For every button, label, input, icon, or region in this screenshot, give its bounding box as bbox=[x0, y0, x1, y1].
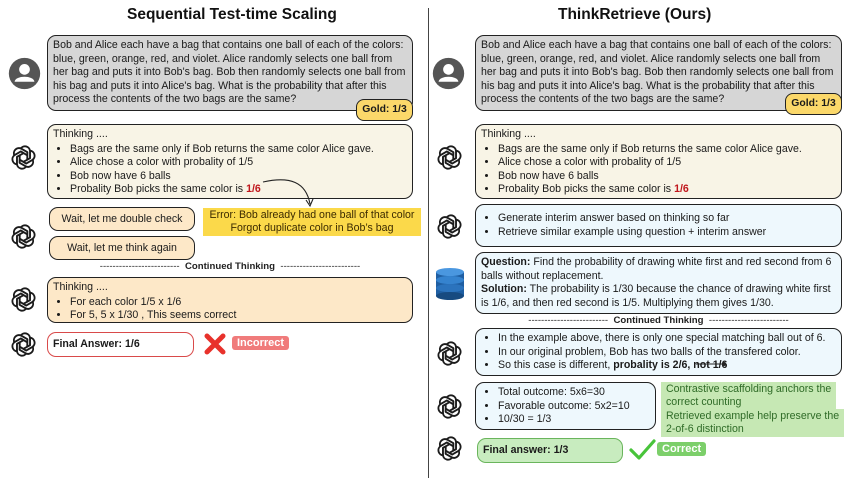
retrieved-solution-label: Solution: bbox=[481, 283, 527, 296]
thinking-item: Bags are the same only if Bob returns th… bbox=[498, 143, 836, 157]
left-question-box: Bob and Alice each have a bag that conta… bbox=[47, 35, 413, 111]
panel-divider bbox=[428, 8, 429, 478]
retrieved-solution: Solution: The probability is 1/30 becaus… bbox=[481, 283, 836, 310]
thinking-list: In the example above, there is only one … bbox=[481, 332, 836, 373]
openai-logo-icon bbox=[435, 143, 464, 172]
right-question-text: Bob and Alice each have a bag that conta… bbox=[481, 39, 834, 106]
separator-dashes: ------------------------- bbox=[280, 261, 361, 272]
final-answer-text: Final answer: 1/3 bbox=[483, 444, 569, 456]
calc-box: Total outcome: 5x6=30 Favorable outcome:… bbox=[475, 382, 656, 430]
green-note-line: Contrastive scaffolding anchors the bbox=[666, 383, 832, 395]
openai-logo-icon bbox=[9, 222, 38, 251]
database-icon bbox=[436, 268, 464, 300]
retrieved-example-box: Question: Find the probability of drawin… bbox=[475, 252, 842, 314]
left-gold-badge: Gold: 1/3 bbox=[356, 99, 413, 121]
thinking-item: Probality Bob picks the same color is 1/… bbox=[70, 183, 407, 197]
incorrect-badge: Incorrect bbox=[232, 336, 290, 350]
separator-dashes: ------------------------- bbox=[708, 315, 789, 326]
right-thinking-box: Thinking .... Bags are the same only if … bbox=[475, 124, 842, 199]
thinking-item: For each color 1/5 x 1/6 bbox=[70, 296, 407, 310]
left-title: Sequential Test-time Scaling bbox=[127, 6, 337, 23]
thinking-item: Alice chose a color with probality of 1/… bbox=[498, 156, 836, 170]
thinking-item: Probality Bob picks the same color is 1/… bbox=[498, 183, 836, 197]
calc-item: 10/30 = 1/3 bbox=[498, 413, 650, 427]
left-thinking2-box: Thinking .... For each color 1/5 x 1/6 F… bbox=[47, 277, 413, 323]
thinking-list: Bags are the same only if Bob returns th… bbox=[53, 143, 407, 197]
green-note-line: correct counting bbox=[666, 396, 742, 409]
thinking-item: Alice chose a color with probality of 1/… bbox=[70, 156, 407, 170]
openai-logo-icon bbox=[435, 434, 464, 463]
thinking-item: In our original problem, Bob has two bal… bbox=[498, 346, 836, 360]
retrieve-step: Generate interim answer based on thinkin… bbox=[498, 212, 836, 226]
separator-dashes: ------------------------- bbox=[99, 261, 180, 272]
error-note-line: Error: Bob already had one ball of that … bbox=[209, 209, 415, 221]
openai-logo-icon bbox=[435, 339, 464, 368]
final-answer-text: Final Answer: 1/6 bbox=[53, 338, 140, 350]
openai-logo-icon bbox=[9, 285, 38, 314]
green-note-1: Contrastive scaffolding anchors the corr… bbox=[661, 382, 837, 411]
retrieve-step: Retrieve similar example using question … bbox=[498, 226, 836, 240]
thinking-item: So this case is different, probality is … bbox=[498, 359, 836, 373]
wait-double-check-box: Wait, let me double check bbox=[49, 207, 195, 231]
separator-label: Continued Thinking bbox=[184, 261, 276, 272]
thinking-item-bold: probality is 2/6, not 1/6 bbox=[613, 359, 728, 372]
right-question-box: Bob and Alice each have a bag that conta… bbox=[475, 35, 842, 111]
thinking-item: Bob now have 6 balls bbox=[498, 170, 836, 184]
wait-double-check-text: Wait, let me double check bbox=[61, 213, 183, 225]
right-final-answer-box: Final answer: 1/3 bbox=[477, 438, 623, 463]
left-final-answer-box: Final Answer: 1/6 bbox=[47, 332, 194, 357]
thinking-list: For each color 1/5 x 1/6 For 5, 5 x 1/30… bbox=[53, 296, 407, 322]
retrieved-question-label: Question: bbox=[481, 256, 531, 268]
error-note-line: Forgot duplicate color in Bob’s bag bbox=[230, 222, 394, 234]
right-title: ThinkRetrieve (Ours) bbox=[558, 6, 712, 23]
note-arrow bbox=[696, 362, 726, 366]
error-arrow bbox=[262, 179, 314, 208]
openai-logo-icon bbox=[9, 330, 38, 359]
right-continued-separator: ------------------------- Continued Thin… bbox=[475, 315, 842, 326]
thinking-item-text: Probality Bob picks the same color is bbox=[498, 183, 675, 196]
thinking-heading: Thinking .... bbox=[53, 128, 108, 140]
calc-item: Total outcome: 5x6=30 bbox=[498, 386, 650, 400]
thinking-item: In the example above, there is only one … bbox=[498, 332, 836, 346]
left-thinking-box: Thinking .... Bags are the same only if … bbox=[47, 124, 413, 199]
wait-think-again-text: Wait, let me think again bbox=[67, 242, 177, 254]
calc-list: Total outcome: 5x6=30 Favorable outcome:… bbox=[481, 386, 650, 427]
calc-item: Favorable outcome: 5x2=10 bbox=[498, 400, 650, 414]
highlighted-value: 1/6 bbox=[674, 183, 689, 196]
left-continued-separator: ------------------------- Continued Thin… bbox=[47, 261, 413, 272]
highlighted-value: 1/6 bbox=[246, 183, 261, 196]
retrieved-question-text: Find the probability of drawing white fi… bbox=[481, 256, 832, 282]
user-icon bbox=[432, 57, 465, 90]
wait-think-again-box: Wait, let me think again bbox=[49, 236, 195, 260]
thinking-item-text: Probality Bob picks the same color is bbox=[70, 183, 247, 196]
separator-dashes: ------------------------- bbox=[528, 315, 609, 326]
green-note-2: Retrieved example help preserve the 2-of… bbox=[661, 409, 845, 438]
error-note: Error: Bob already had one ball of that … bbox=[203, 208, 421, 236]
correct-badge: Correct bbox=[657, 442, 707, 456]
thinking-heading: Thinking .... bbox=[481, 128, 536, 140]
thinking-list: Bags are the same only if Bob returns th… bbox=[481, 143, 836, 197]
thinking-item: Bags are the same only if Bob returns th… bbox=[70, 143, 407, 157]
retrieved-solution-text: The probability is 1/30 because the chan… bbox=[481, 283, 831, 309]
thinking-item: Bob now have 6 balls bbox=[70, 170, 407, 184]
openai-logo-icon bbox=[435, 392, 464, 421]
right-thinking2-box: In the example above, there is only one … bbox=[475, 328, 842, 376]
checkmark-icon bbox=[629, 439, 656, 460]
thinking-item: For 5, 5 x 1/30 , This seems correct bbox=[70, 309, 407, 322]
right-gold-badge: Gold: 1/3 bbox=[785, 93, 842, 115]
cross-icon bbox=[204, 333, 226, 355]
thinking-heading: Thinking .... bbox=[53, 281, 108, 293]
retrieved-question: Question: Find the probability of drawin… bbox=[481, 256, 836, 283]
user-icon bbox=[8, 57, 41, 90]
thinking-item-text: So this case is different, bbox=[498, 359, 614, 372]
left-question-text: Bob and Alice each have a bag that conta… bbox=[53, 39, 406, 106]
green-note-line: Retrieved example help preserve the bbox=[666, 410, 840, 422]
separator-label: Continued Thinking bbox=[613, 315, 704, 326]
openai-logo-icon bbox=[435, 212, 464, 241]
retrieve-steps-box: Generate interim answer based on thinkin… bbox=[475, 204, 842, 247]
openai-logo-icon bbox=[9, 143, 38, 172]
retrieve-steps-list: Generate interim answer based on thinkin… bbox=[481, 212, 836, 239]
green-note-line: 2-of-6 distinction bbox=[666, 423, 744, 436]
